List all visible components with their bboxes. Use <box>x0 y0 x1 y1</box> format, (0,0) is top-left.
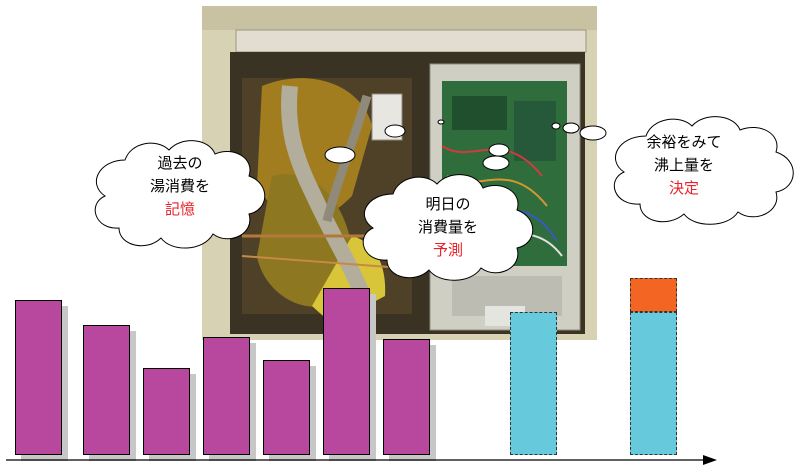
predicted-consumption-bar <box>510 312 557 455</box>
bubble-past-line3: 記憶 <box>164 200 195 218</box>
past-consumption-bar <box>15 300 62 455</box>
bubble-tomorrow-line1: 明日の <box>425 195 471 213</box>
past-consumption-bar <box>83 324 130 455</box>
past-consumption-bar <box>143 368 190 455</box>
thought-bubble-past: 過去の 湯消費を 記憶 <box>130 152 230 221</box>
past-consumption-bar <box>263 360 310 455</box>
bubble-tomorrow-line2: 消費量を <box>417 218 478 236</box>
thought-bubble-margin: 余裕をみて 沸上量を 決定 <box>634 131 734 200</box>
past-consumption-bar <box>203 337 250 455</box>
bubble-tomorrow-line3: 予測 <box>432 241 463 259</box>
thought-cloud-margin <box>613 116 794 225</box>
thought-cloud-past <box>94 140 266 249</box>
thought-cloud-tomorrow <box>362 174 534 281</box>
thought-bubble-tomorrow: 明日の 消費量を 予測 <box>398 193 498 262</box>
planned-volume-bar <box>630 312 677 455</box>
bubble-margin-line2: 沸上量を <box>653 156 714 174</box>
arrow-right-icon <box>703 455 717 465</box>
bubble-margin-line3: 決定 <box>668 179 699 197</box>
bubble-past-line1: 過去の <box>157 154 203 172</box>
safety-margin-bar <box>630 278 677 313</box>
bubble-margin-line1: 余裕をみて <box>646 133 722 151</box>
past-consumption-bar <box>323 287 370 455</box>
past-consumption-bar <box>383 338 430 455</box>
bubble-past-line2: 湯消費を <box>149 177 210 195</box>
